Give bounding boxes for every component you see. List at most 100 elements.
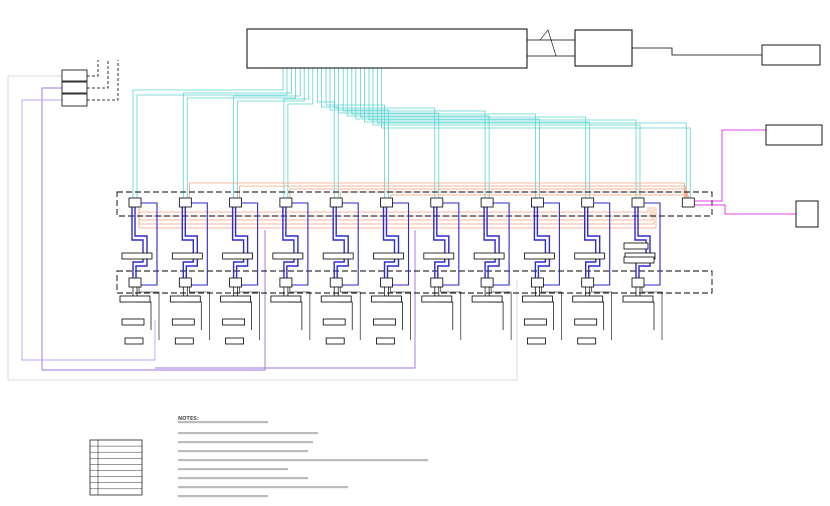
terminal-box [174,337,194,345]
module-label-box [574,252,606,260]
device-box [169,295,201,303]
device-box [522,295,553,303]
power-wire [543,202,560,286]
top-node [229,197,243,208]
power-wire [191,202,208,286]
module-label-box [222,252,254,260]
power-wire [184,207,199,278]
module-label-box [322,252,354,260]
wire [490,287,512,340]
lower-node [279,277,293,288]
device-box [371,295,402,303]
device-box [471,295,503,303]
signal-wire [377,68,687,198]
device-box [373,318,396,326]
terminal-box [325,337,345,345]
lower-enclosure [116,270,713,294]
signal-wire [342,68,486,198]
module-label-box [171,252,203,260]
signal-wire [132,68,284,198]
signal-wire [355,68,540,198]
lower-node [531,277,544,288]
power-wire [634,207,647,278]
wire [541,287,562,340]
aux-wire [41,87,266,371]
top-node [178,197,192,208]
power-wire [335,207,349,278]
power-wire [385,207,400,278]
signal-wire [334,68,436,198]
module-label-box [473,252,505,260]
link-wire [188,182,685,198]
note-line [178,441,313,444]
wire [287,287,303,330]
top-node [380,197,393,208]
power-wire [433,207,446,278]
power-wire [637,207,651,278]
power-wire [382,207,396,278]
signal-wire [182,68,293,198]
link-wire [289,188,687,198]
note-line [178,495,268,498]
signal-wire [237,68,305,198]
power-wire [486,207,500,278]
note-line [178,468,288,471]
power-wire [291,202,309,286]
module-label-box [623,242,649,250]
note-line [178,421,268,424]
signal-wire [186,68,297,198]
top-node [681,197,695,208]
remote-station-box [765,124,823,146]
power-wire [342,202,359,286]
power-wire [282,207,295,278]
power-wire [285,207,299,278]
lower-node [581,277,595,288]
module-label-box [623,256,655,264]
link-wire [138,207,653,221]
wire [438,287,454,330]
signal-wire [283,68,310,198]
wire [440,287,462,340]
wire [289,287,311,340]
top-node [430,197,444,208]
note-line [178,486,348,489]
power-wire [584,207,597,278]
left-device [61,93,88,107]
notes-heading: NOTES: [178,416,199,422]
link-wire [138,207,649,213]
device-box [572,295,604,303]
signal-wire [287,68,314,198]
terminal-box [225,337,245,345]
module-label-box [423,252,455,260]
power-wire [131,207,144,278]
top-node [279,197,293,208]
magenta-wire [694,129,766,202]
device-box [222,318,246,326]
signal-wire [359,68,587,198]
signal-wire [368,68,637,198]
power-wire [234,207,249,278]
dashed-wire [87,60,109,89]
note-line [178,450,308,453]
top-node [128,197,142,208]
device-box [119,295,151,303]
wire [488,287,504,330]
module-label-box [272,252,304,260]
top-node [631,197,645,208]
dashed-wire [87,60,99,77]
link-line [632,47,762,56]
terminal-box [577,337,597,345]
device-box [574,318,598,326]
power-wire [134,207,148,278]
left-device [61,69,88,82]
device-box [220,295,252,303]
signal-wire [372,68,641,198]
power-wire [533,207,547,278]
lower-node [480,277,494,288]
power-wire [141,202,158,286]
wire [239,287,260,340]
device-box [171,318,195,326]
wire [189,287,210,340]
